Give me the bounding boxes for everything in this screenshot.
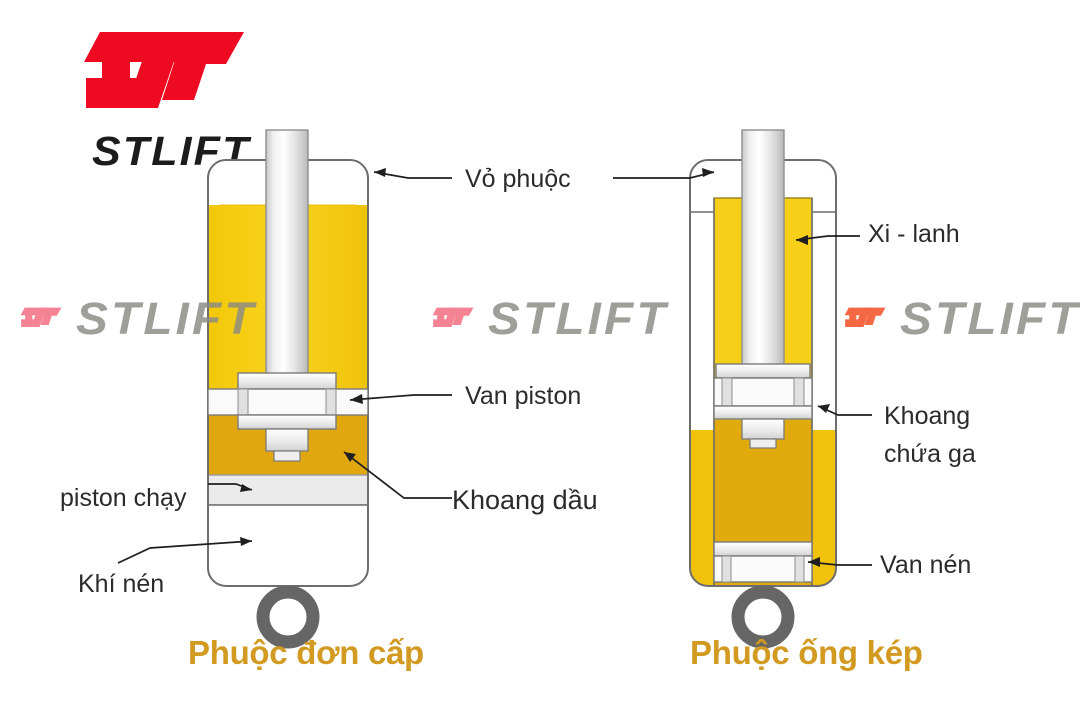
label-khoang-dau: Khoang dầu bbox=[452, 485, 598, 515]
label-xi-lanh: Xi - lanh bbox=[868, 220, 960, 248]
piston-rod bbox=[741, 129, 785, 371]
caption-twin-tube-shock: Phuộc ống kép bbox=[690, 634, 923, 671]
label-piston-chay: piston chạy bbox=[60, 484, 187, 512]
caption-single-tube-shock: Phuộc đơn cấp bbox=[188, 634, 424, 671]
single-tube-shock-drawing bbox=[190, 129, 420, 655]
label-khoang-chua-ga-line2: chứa ga bbox=[884, 440, 976, 468]
label-khi-nen: Khí nén bbox=[78, 570, 165, 598]
twin-tube-shock-drawing bbox=[672, 129, 902, 655]
leader-khi-nen bbox=[117, 540, 253, 564]
stlift-logo-mark-icon bbox=[66, 24, 246, 129]
shock-body-outline bbox=[207, 159, 369, 587]
piston-valve-assembly bbox=[207, 372, 369, 462]
leader-khoang-dau bbox=[343, 451, 452, 499]
label-khoang-chua-ga-line1: Khoang bbox=[884, 402, 971, 430]
piston-rod bbox=[265, 129, 309, 399]
leader-vo-phuoc-right bbox=[613, 171, 715, 179]
leader-vo-phuoc-left bbox=[373, 171, 452, 179]
mounting-eyelet bbox=[731, 585, 795, 649]
mounting-eyelet bbox=[256, 585, 320, 649]
leader-van-piston bbox=[349, 394, 452, 401]
compression-valve bbox=[713, 541, 813, 583]
piston-valve-assembly bbox=[713, 363, 813, 449]
gas-chamber bbox=[208, 505, 368, 586]
shock-body-outline bbox=[689, 159, 837, 587]
label-van-nen: Van nén bbox=[880, 551, 972, 579]
label-vo-phuoc: Vỏ phuộc bbox=[465, 165, 571, 193]
floating-piston bbox=[208, 475, 368, 505]
label-van-piston: Van piston bbox=[465, 382, 582, 410]
